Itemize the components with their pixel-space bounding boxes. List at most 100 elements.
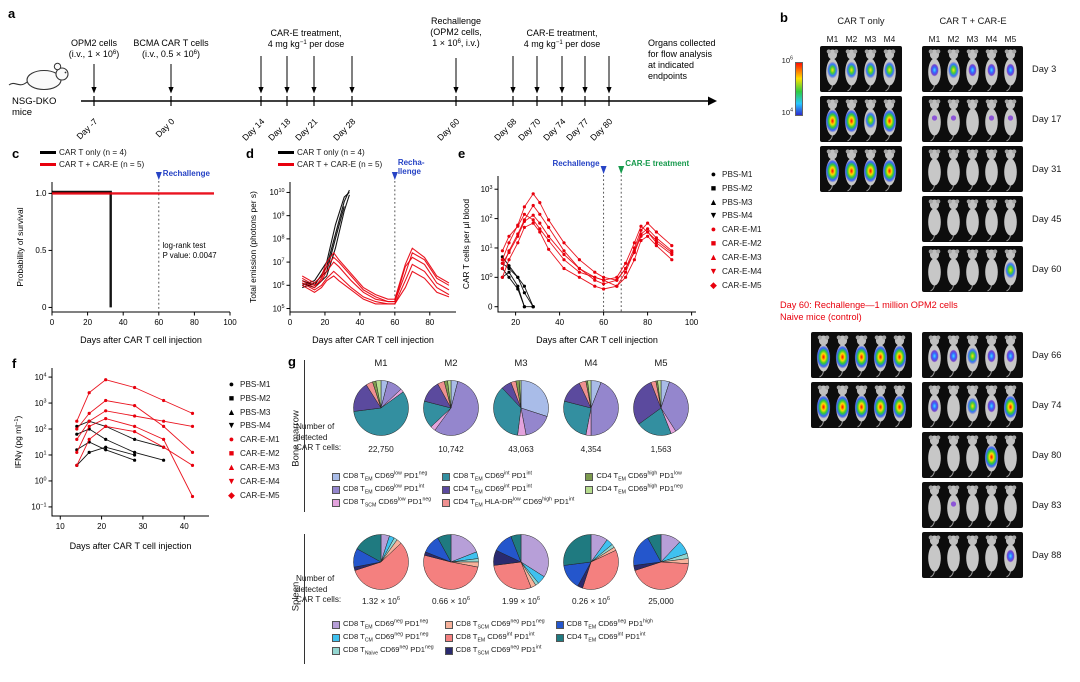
- day-label: Day 74: [1032, 400, 1062, 410]
- mouse-image: [873, 385, 887, 428]
- legend-item: CD8 TNaive CD69neg PD1neg: [332, 644, 434, 657]
- svg-text:0.5: 0.5: [35, 246, 47, 255]
- pie-slice: [519, 380, 522, 409]
- svg-text:20: 20: [97, 522, 106, 531]
- luminescence-signal-spot: [950, 115, 957, 121]
- luminescence-signal-medium: [827, 61, 838, 79]
- legend-item: ■CAR-E-M2: [708, 239, 762, 249]
- svg-text:102: 102: [481, 214, 493, 223]
- legend-item: ▲CAR-E-M3: [708, 252, 762, 262]
- series-marker-icon: ▲: [227, 406, 236, 417]
- legend-label: CD8 TSCM CD69neg PD1neg: [455, 618, 545, 631]
- legend-label: CD8 TEM CD69int PD1int: [455, 631, 535, 644]
- panel-label-a: a: [8, 6, 16, 21]
- mouse-image: [947, 249, 960, 292]
- legend-color-swatch: [444, 633, 453, 642]
- mouse-image: [947, 535, 960, 578]
- mouse-image: [1004, 435, 1017, 478]
- legend-color-swatch: [585, 485, 594, 494]
- mouse-image: [1004, 485, 1017, 528]
- mouse-image: [928, 49, 941, 92]
- legend-color-swatch: [442, 485, 451, 494]
- mouse-image: [835, 385, 849, 428]
- mouse-image: [928, 249, 941, 292]
- legend-label: CD8 TCM CD69neg PD1neg: [343, 631, 429, 644]
- luminescence-signal-spot: [931, 115, 938, 121]
- luminescence-signal-low: [1006, 349, 1015, 363]
- mouse-column-header: M2: [444, 358, 458, 369]
- pie-slice: [493, 387, 522, 436]
- luminescence-signal-medium: [846, 61, 857, 79]
- pie-slice: [647, 534, 662, 563]
- luminescence-signal-low: [987, 349, 996, 363]
- legend-label: CAR-E-M1: [240, 435, 280, 445]
- svg-text:OPM2 cells: OPM2 cells: [71, 38, 118, 48]
- bioluminescence-image: [810, 382, 912, 428]
- legend-label: CAR T + CAR-E (n = 5): [297, 160, 383, 170]
- luminescence-signal-high: [892, 345, 906, 369]
- mouse-column-header: M3: [514, 358, 528, 369]
- luminescence-signal-low: [1006, 63, 1015, 77]
- svg-text:at indicated: at indicated: [648, 60, 694, 70]
- day-label: Day 88: [1032, 550, 1062, 560]
- pie-chart-row: [353, 534, 689, 590]
- svg-text:for flow analysis: for flow analysis: [648, 49, 713, 59]
- cart-count: 1.99 × 106: [502, 596, 540, 606]
- mouse-image: [947, 385, 960, 428]
- luminescence-signal-low: [930, 349, 939, 363]
- svg-text:0: 0: [50, 318, 55, 327]
- legend-item: CD4 TEM CD69int PD1int: [555, 631, 653, 644]
- data-series-line: [501, 193, 673, 281]
- mouse-image: [928, 535, 941, 578]
- svg-text:P value: 0.0047: P value: 0.0047: [163, 251, 217, 260]
- svg-text:4 mg kg−1 per dose: 4 mg kg−1 per dose: [524, 39, 601, 49]
- day-label: Day 66: [1032, 350, 1062, 360]
- svg-text:Rechallenge: Rechallenge: [163, 169, 211, 178]
- luminescence-signal-medium: [1005, 261, 1016, 279]
- group-header-car-t-car-e: CAR T + CAR-E: [939, 16, 1007, 26]
- svg-text:102: 102: [35, 425, 47, 434]
- series-marker-icon: ▲: [227, 461, 236, 472]
- mouse-image: [928, 385, 941, 428]
- luminescence-signal-low: [930, 63, 939, 77]
- pie-slice: [447, 380, 452, 409]
- svg-text:80: 80: [643, 318, 652, 327]
- pie-slice: [493, 561, 532, 590]
- mouse-image: [883, 49, 896, 92]
- luminescence-signal-low: [987, 399, 996, 413]
- annotation-arrow-icon: [155, 172, 162, 180]
- mouse-column-header: M3: [864, 34, 877, 44]
- luminescence-signal-low: [930, 399, 939, 413]
- svg-text:log-rank test: log-rank test: [163, 241, 207, 250]
- svg-text:Probability of survival: Probability of survival: [15, 207, 25, 286]
- legend-item: CD8 TEM CD69int PD1int: [444, 631, 545, 644]
- legend-item: CD8 TEM CD69neg PD1high: [555, 618, 653, 631]
- legend-label: CD8 TEM CD69neg PD1high: [566, 618, 653, 631]
- series-marker-icon: ■: [228, 448, 235, 459]
- data-series-line: [76, 425, 193, 466]
- cart-count: 22,750: [368, 444, 394, 454]
- luminescence-signal-medium: [967, 347, 978, 365]
- legend-item: CD8 TEM CD69neg PD1neg: [332, 618, 434, 631]
- svg-text:0: 0: [488, 303, 493, 312]
- luminescence-signal-high: [873, 345, 887, 369]
- pie-slice: [434, 381, 479, 436]
- luminescence-signal-high: [825, 109, 840, 133]
- legend-item: ◆CAR-E-M5: [226, 490, 280, 500]
- legend-item: CD8 TSCM CD69neg PD1int: [444, 644, 545, 657]
- svg-text:Day 80: Day 80: [588, 116, 614, 142]
- series-marker-icon: ●: [710, 169, 717, 179]
- legend-item: CD4 TEM HLA-DRlow CD69high PD1int: [442, 496, 574, 509]
- svg-text:100: 100: [685, 318, 699, 327]
- mouse-image: [947, 49, 960, 92]
- svg-text:Day -7: Day -7: [74, 116, 99, 141]
- legend-item: ●PBS-M1: [708, 169, 762, 180]
- pie-slice: [590, 382, 619, 436]
- legend-color-swatch: [40, 163, 56, 167]
- luminescence-signal-spot: [950, 501, 957, 507]
- mouse-image: [1004, 335, 1017, 378]
